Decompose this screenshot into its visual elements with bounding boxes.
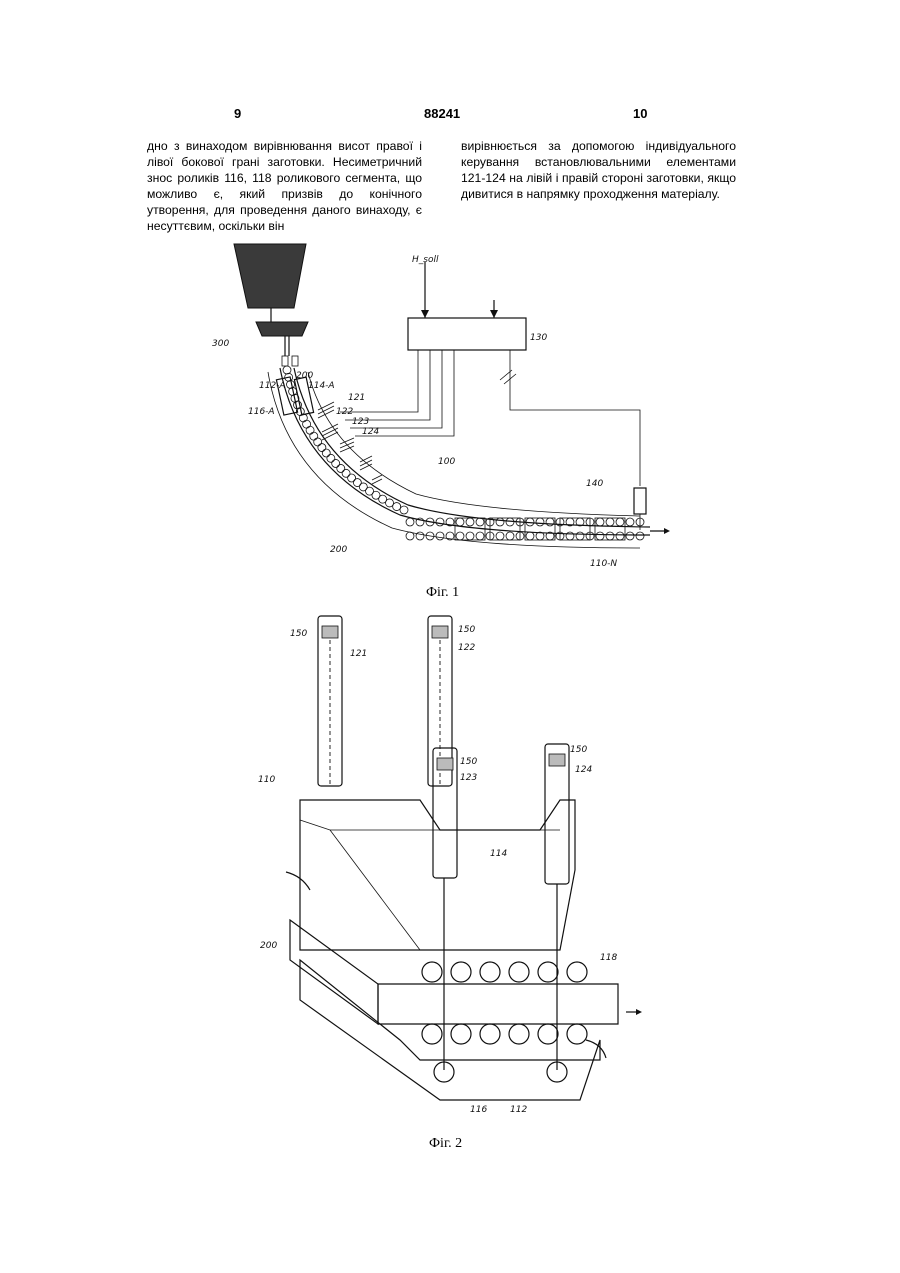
label-150d: 150 [570, 745, 587, 755]
label-hsoll: H_soll [412, 255, 439, 265]
roller [466, 532, 474, 540]
roller [314, 438, 322, 446]
roller [406, 532, 414, 540]
roller [327, 454, 335, 462]
roller [436, 518, 444, 526]
roller [626, 532, 634, 540]
segment-roller [422, 1024, 442, 1044]
label-150a: 150 [290, 629, 307, 639]
label-114: 114 [490, 849, 507, 859]
label-100: 100 [438, 457, 455, 467]
roller [506, 532, 514, 540]
roller [616, 532, 624, 540]
label-121-fig2: 121 [350, 649, 367, 659]
roller [283, 366, 291, 374]
label-112a: 112-A [259, 381, 286, 391]
segment-roller [480, 1024, 500, 1044]
roller [466, 518, 474, 526]
label-123: 123 [352, 417, 369, 427]
roller [406, 518, 414, 526]
label-121: 121 [348, 393, 365, 403]
roller [456, 532, 464, 540]
label-122-fig2: 122 [458, 643, 475, 653]
label-118: 118 [600, 953, 617, 963]
roller [303, 420, 311, 428]
ladle-drawing [234, 244, 308, 366]
roller [566, 532, 574, 540]
roller [456, 518, 464, 526]
roller [606, 532, 614, 540]
controller-box [408, 318, 526, 350]
roller [496, 532, 504, 540]
label-114a: 114-A [308, 381, 335, 391]
figure-2-caption: Фіг. 2 [429, 1136, 462, 1152]
roller [576, 532, 584, 540]
label-116: 116 [470, 1105, 487, 1115]
label-122: 122 [336, 407, 353, 417]
label-200-fig2: 200 [260, 941, 277, 951]
roller [348, 474, 356, 482]
roller [306, 426, 314, 434]
roller [310, 432, 318, 440]
label-124-fig2: 124 [575, 765, 592, 775]
roller [626, 518, 634, 526]
roller [476, 532, 484, 540]
label-112: 112 [510, 1105, 527, 1115]
label-150b: 150 [458, 625, 475, 635]
segment-roller [451, 962, 471, 982]
label-124: 124 [362, 427, 379, 437]
segment-roller [509, 1024, 529, 1044]
roller [416, 532, 424, 540]
segment-roller [422, 962, 442, 982]
figure-1-caption: Фіг. 1 [426, 585, 459, 601]
segment-roller [567, 1024, 587, 1044]
roller [322, 449, 330, 457]
roller [400, 506, 408, 514]
segment-roller [567, 962, 587, 982]
roller [342, 469, 350, 477]
roller [337, 464, 345, 472]
label-116a: 116-A [248, 407, 275, 417]
roller [526, 532, 534, 540]
segment-roller [509, 962, 529, 982]
label-130: 130 [530, 333, 547, 343]
roller [318, 444, 326, 452]
roller [393, 503, 401, 511]
segment-roller [451, 1024, 471, 1044]
roller [596, 532, 604, 540]
label-200b: 200 [330, 545, 347, 555]
segment-roller [538, 1024, 558, 1044]
label-123-fig2: 123 [460, 773, 477, 783]
label-110: 110 [258, 775, 275, 785]
label-110n: 110-N [590, 559, 617, 569]
strand-guide [268, 366, 650, 548]
roller [496, 518, 504, 526]
segment-roller [538, 962, 558, 982]
roller [536, 518, 544, 526]
sensor-box [634, 488, 646, 514]
roller [606, 518, 614, 526]
roller [416, 518, 424, 526]
figure-2-drawing [286, 616, 642, 1100]
roller [596, 518, 604, 526]
label-200a: 200 [296, 371, 313, 381]
roller [436, 532, 444, 540]
roller [476, 518, 484, 526]
roller [636, 532, 644, 540]
roller [546, 518, 554, 526]
label-140: 140 [586, 479, 603, 489]
roller [353, 479, 361, 487]
segment-roller [480, 962, 500, 982]
roller [332, 459, 340, 467]
roller [616, 518, 624, 526]
label-150c: 150 [460, 757, 477, 767]
label-300: 300 [212, 339, 229, 349]
